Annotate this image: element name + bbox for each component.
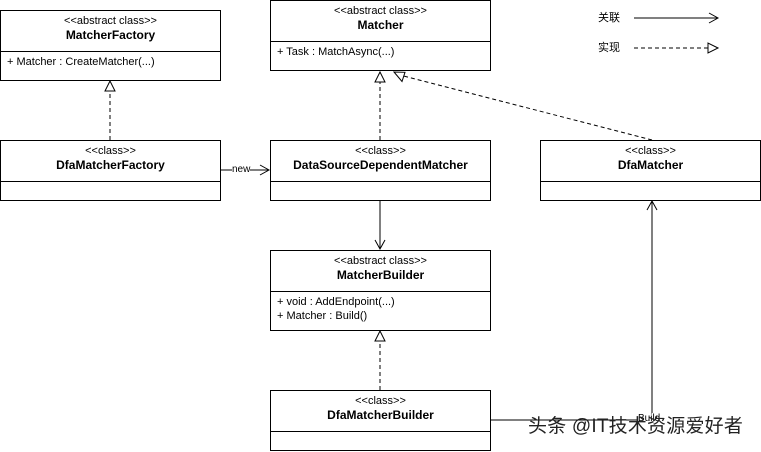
hollow-arrowhead: [374, 70, 386, 83]
stereotype: <<abstract class>>: [334, 255, 427, 267]
stereotype: <<abstract class>>: [334, 5, 427, 17]
class-members: + Task : MatchAsync(...): [271, 42, 490, 62]
stereotype: <<class>>: [355, 395, 406, 407]
association-build: [490, 202, 653, 421]
open-arrowhead: [259, 164, 271, 176]
open-arrowhead: [374, 239, 386, 251]
class-name: DfaMatcherBuilder: [327, 408, 434, 422]
stereotype: <<class>>: [85, 145, 136, 157]
class-matcherfactory[interactable]: <<abstract class>> MatcherFactory + Matc…: [0, 10, 221, 81]
class-header: <<class>> DfaMatcherBuilder: [271, 391, 490, 432]
member: + void : AddEndpoint(...): [277, 296, 395, 308]
legend-association-label: 关联: [598, 12, 620, 24]
open-arrowhead: [708, 12, 720, 24]
stereotype: <<class>>: [625, 145, 676, 157]
realization-dfamatcher-to-matcher: [403, 75, 653, 141]
member: + Matcher : Build(): [277, 310, 368, 322]
legend-realization-label: 实现: [598, 42, 620, 54]
class-matcherbuilder[interactable]: <<abstract class>> MatcherBuilder + void…: [270, 250, 491, 331]
class-header: <<abstract class>> Matcher: [271, 1, 490, 42]
member: + Task : MatchAsync(...): [277, 46, 395, 58]
open-arrowhead: [646, 199, 658, 211]
edge-label-build: Build: [638, 413, 661, 425]
hollow-arrowhead: [392, 71, 406, 83]
class-name: DataSourceDependentMatcher: [293, 158, 468, 172]
hollow-arrowhead: [374, 329, 386, 342]
stereotype: <<class>>: [355, 145, 406, 157]
class-header: <<abstract class>> MatcherBuilder: [271, 251, 490, 292]
stereotype: <<abstract class>>: [64, 15, 157, 27]
member: + Matcher : CreateMatcher(...): [7, 56, 155, 68]
class-matcher[interactable]: <<abstract class>> Matcher + Task : Matc…: [270, 0, 491, 71]
class-name: DfaMatcherFactory: [56, 158, 165, 172]
class-name: Matcher: [357, 18, 404, 32]
class-name: DfaMatcher: [617, 158, 684, 172]
hollow-arrowhead: [104, 79, 116, 92]
class-header: <<abstract class>> MatcherFactory: [1, 11, 220, 52]
watermark: 头条 @IT技术资源爱好者: [528, 416, 744, 437]
class-datasourcedependentmatcher[interactable]: <<class>> DataSourceDependentMatcher: [270, 140, 491, 201]
class-dfamatcherbuilder[interactable]: <<class>> DfaMatcherBuilder: [270, 390, 491, 451]
edge-label-new: new: [232, 164, 251, 176]
class-header: <<class>> DataSourceDependentMatcher: [271, 141, 490, 182]
class-members: + Matcher : CreateMatcher(...): [1, 52, 220, 72]
hollow-arrowhead: [707, 42, 720, 54]
class-name: MatcherBuilder: [336, 268, 425, 282]
class-header: <<class>> DfaMatcherFactory: [1, 141, 220, 182]
class-dfamatcherfactory[interactable]: <<class>> DfaMatcherFactory: [0, 140, 221, 201]
class-members: + void : AddEndpoint(...) + Matcher : Bu…: [271, 292, 490, 326]
class-dfamatcher[interactable]: <<class>> DfaMatcher: [540, 140, 761, 201]
class-name: MatcherFactory: [65, 28, 156, 42]
class-header: <<class>> DfaMatcher: [541, 141, 760, 182]
